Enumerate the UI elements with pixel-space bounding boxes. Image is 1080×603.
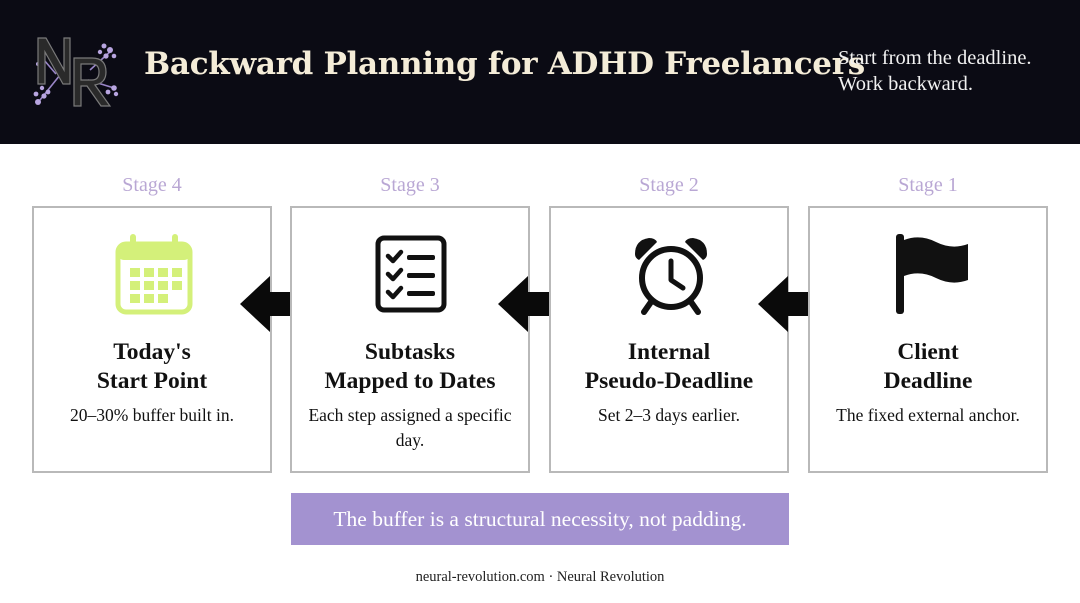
stage-label-2: Stage 2 bbox=[639, 174, 699, 196]
header-banner: Backward Planning for ADHD Freelancers S… bbox=[0, 0, 1080, 144]
stage-title-4: Today's Start Point bbox=[34, 338, 270, 396]
calendar-icon bbox=[115, 234, 193, 315]
arrow-left-icon bbox=[498, 276, 578, 332]
stage-label-4: Stage 4 bbox=[122, 174, 182, 196]
stage-description-1: The fixed external anchor. bbox=[836, 405, 1020, 425]
flag-icon bbox=[896, 234, 968, 314]
logo-icon bbox=[33, 37, 119, 107]
checklist-icon bbox=[375, 235, 447, 313]
stage-title-2-line-1: Internal bbox=[627, 339, 711, 365]
stage-title-4-line-1: Today's bbox=[113, 339, 191, 365]
stage-title-1: Client Deadline bbox=[810, 338, 1046, 396]
stage-card-2: Internal Pseudo-Deadline Set 2–3 days ea… bbox=[549, 206, 789, 473]
buffer-callout: The buffer is a structural necessity, no… bbox=[291, 493, 789, 545]
stage-title-4-line-2: Start Point bbox=[96, 368, 208, 394]
arrow-left-icon bbox=[758, 276, 838, 332]
stage-title-3: Subtasks Mapped to Dates bbox=[292, 338, 528, 396]
stage-title-3-line-2: Mapped to Dates bbox=[324, 368, 496, 394]
stage-description-4: 20–30% buffer built in. bbox=[70, 405, 234, 425]
tagline: Start from the deadline. Work backward. bbox=[838, 45, 1032, 97]
tagline-line-1: Start from the deadline. bbox=[838, 47, 1032, 69]
stage-title-1-line-2: Deadline bbox=[883, 368, 973, 394]
alarm-clock-icon bbox=[635, 238, 707, 315]
stage-title-2-line-2: Pseudo-Deadline bbox=[584, 368, 754, 394]
page-title: Backward Planning for ADHD Freelancers bbox=[144, 46, 865, 82]
stage-description-2: Set 2–3 days earlier. bbox=[598, 405, 740, 425]
stage-description-3: Each step assigned a specific day. bbox=[308, 405, 512, 450]
stage-card-1: Client Deadline The fixed external ancho… bbox=[808, 206, 1048, 473]
stage-title-1-line-1: Client bbox=[897, 339, 959, 365]
stage-card-4: Today's Start Point 20–30% buffer built … bbox=[32, 206, 272, 473]
footer-credit: neural-revolution.com · Neural Revolutio… bbox=[415, 569, 665, 585]
stage-card-3: Subtasks Mapped to Dates Each step assig… bbox=[290, 206, 530, 473]
stage-label-3: Stage 3 bbox=[380, 174, 440, 196]
tagline-line-2: Work backward. bbox=[838, 73, 973, 95]
stage-label-1: Stage 1 bbox=[898, 174, 958, 196]
stage-title-3-line-1: Subtasks bbox=[364, 339, 456, 365]
stage-title-2: Internal Pseudo-Deadline bbox=[551, 338, 787, 396]
arrow-left-icon bbox=[240, 276, 320, 332]
